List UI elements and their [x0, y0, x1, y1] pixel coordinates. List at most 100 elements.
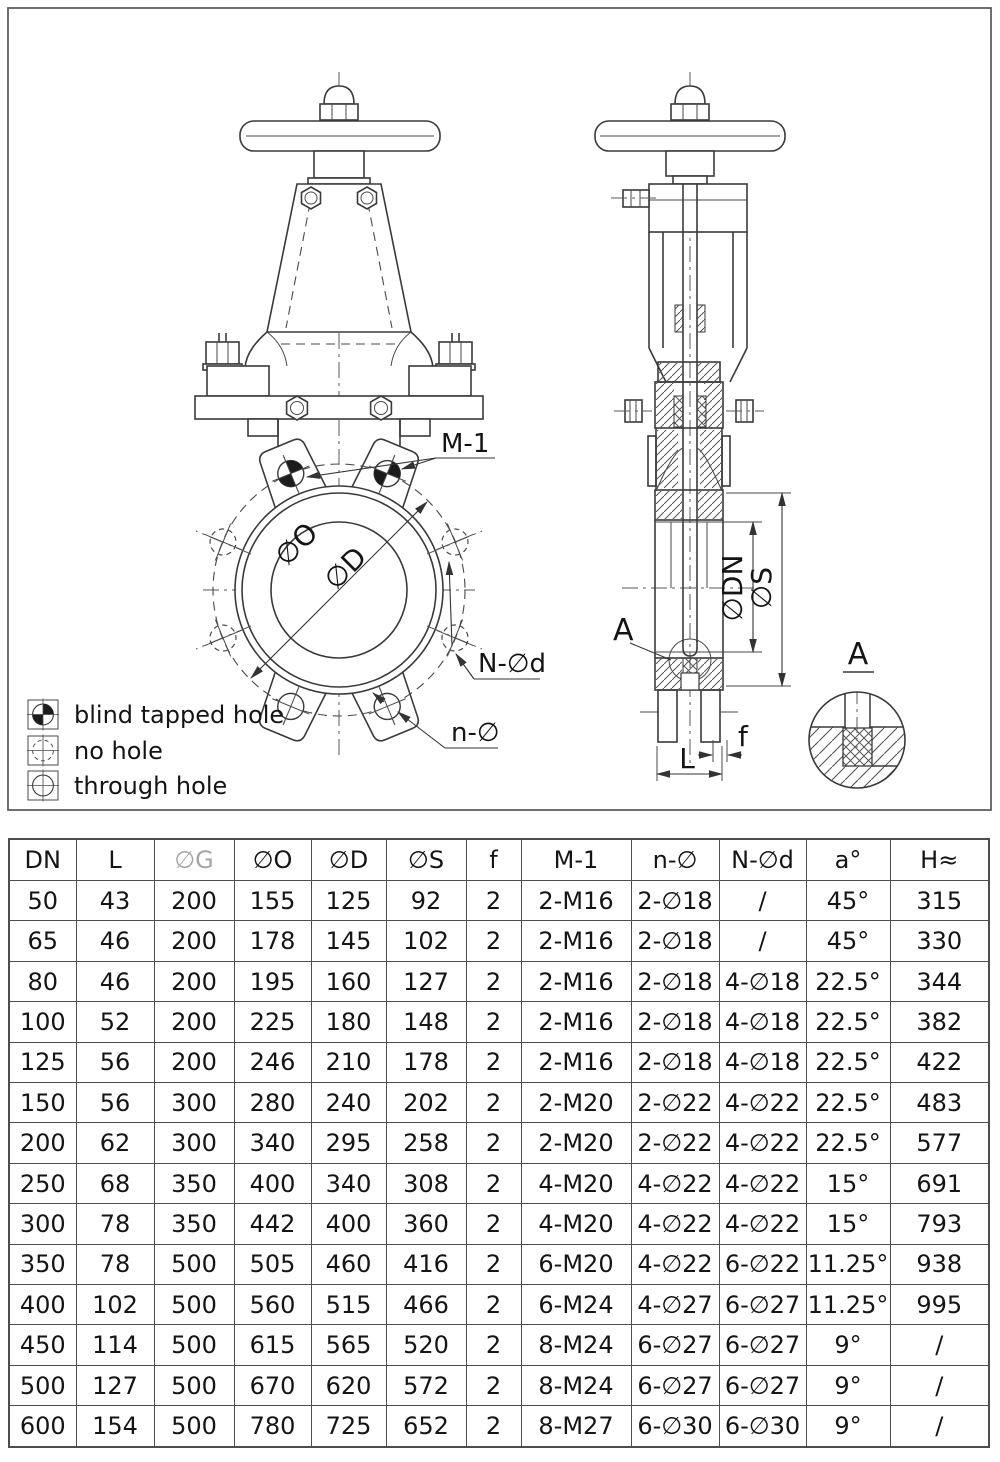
table-cell: 500 [153, 1405, 235, 1448]
table-cell: 466 [385, 1284, 467, 1326]
blind-tapped-hole-symbol [26, 697, 60, 732]
table-cell: 2 [465, 1405, 522, 1448]
label-a-ref: A [613, 613, 634, 648]
table-cell: 2 [465, 1203, 522, 1245]
table-cell: 200 [153, 879, 235, 922]
table-cell: 330 [889, 920, 990, 962]
table-cell: 565 [310, 1324, 387, 1366]
cap-nut [323, 85, 355, 105]
table-cell: 43 [75, 879, 155, 922]
table-cell: 9° [805, 1405, 891, 1448]
table-cell: 80 [8, 960, 77, 1003]
table-cell: 4-M20 [520, 1162, 632, 1205]
table-cell: 68 [75, 1162, 155, 1205]
table-cell: 2-M16 [520, 879, 632, 922]
table-cell: 382 [889, 1001, 990, 1043]
table-cell: 483 [889, 1082, 990, 1124]
table-cell: 62 [75, 1122, 155, 1164]
table-cell: 155 [233, 879, 312, 922]
yoke-bolt [300, 186, 378, 210]
legend-label: no hole [74, 737, 163, 765]
table-cell: 780 [233, 1405, 312, 1448]
body-top-flange [654, 489, 724, 521]
table-cell: 4-∅18 [718, 1041, 807, 1084]
table-cell: / [889, 1364, 990, 1407]
detail-view-a: A [808, 637, 906, 789]
table-cell: 45° [805, 879, 891, 922]
table-cell: 2 [465, 960, 522, 1003]
table-cell: 178 [233, 920, 312, 962]
table-cell: 2-∅18 [630, 920, 720, 962]
label-m1: M-1 [441, 429, 489, 459]
table-cell: 22.5° [805, 1082, 891, 1124]
table-cell: 340 [310, 1162, 387, 1205]
table-cell: 200 [153, 1041, 235, 1084]
table-cell: 350 [153, 1162, 235, 1205]
table-cell: 500 [8, 1364, 77, 1407]
table-cell: 938 [889, 1243, 990, 1286]
table-cell: 295 [310, 1122, 387, 1164]
table-cell: 315 [889, 879, 990, 922]
table-cell: 2-∅18 [630, 1001, 720, 1043]
front-view: ∅O ∅D M-1 N-∅d n-∅ [194, 72, 546, 756]
column-header: H≈ [889, 838, 990, 881]
table-cell: 2 [465, 1122, 522, 1164]
column-header: ∅G [153, 838, 235, 881]
table-cell: 500 [153, 1324, 235, 1366]
table-cell: 50 [8, 879, 77, 922]
legend-label: through hole [74, 772, 227, 800]
table-cell: 4-∅22 [718, 1203, 807, 1245]
label-phi-s: ∅S [745, 567, 778, 609]
table-cell: 46 [75, 960, 155, 1003]
table-cell: 6-M24 [520, 1284, 632, 1326]
table-cell: 422 [889, 1041, 990, 1084]
table-cell: 114 [75, 1324, 155, 1366]
table-cell: 15° [805, 1162, 891, 1205]
column-header: f [465, 838, 522, 881]
detail-a-circle [808, 691, 906, 789]
label-n-phi: n-∅ [451, 718, 500, 748]
table-cell: 416 [385, 1243, 467, 1286]
table-cell: 2-M16 [520, 960, 632, 1003]
table-cell: 2 [465, 1324, 522, 1366]
table-cell: 200 [153, 920, 235, 962]
column-header: ∅O [233, 838, 312, 881]
table-cell: 670 [233, 1364, 312, 1407]
table-cell: 45° [805, 920, 891, 962]
table-cell: 2 [465, 1041, 522, 1084]
table-cell: 11.25° [805, 1284, 891, 1326]
drawing-border [7, 7, 992, 811]
table-cell: 9° [805, 1364, 891, 1407]
table-cell: 2 [465, 1243, 522, 1286]
table-cell: 6-∅30 [630, 1405, 720, 1448]
hole-legend: blind tapped hole no hole through hole [26, 697, 284, 803]
table-cell: 6-∅27 [630, 1324, 720, 1366]
table-cell: 6-∅27 [718, 1364, 807, 1407]
table-cell: 300 [153, 1122, 235, 1164]
table-cell: 225 [233, 1001, 312, 1043]
legend-item-through-hole: through hole [26, 768, 227, 803]
stuffing-box-bolt [614, 399, 764, 423]
table-cell: 78 [75, 1243, 155, 1286]
yoke-head [648, 183, 748, 233]
table-cell: 250 [8, 1162, 77, 1205]
table-cell: 6-∅27 [630, 1364, 720, 1407]
table-cell: 2-∅18 [630, 960, 720, 1003]
table-cell: 246 [233, 1041, 312, 1084]
table-cell: 178 [385, 1041, 467, 1084]
table-cell: 400 [233, 1162, 312, 1205]
no-hole-symbol [26, 734, 60, 767]
column-header: n-∅ [630, 838, 720, 881]
table-cell: 8-M24 [520, 1324, 632, 1366]
table-cell: 2-M16 [520, 1001, 632, 1043]
table-cell: 4-∅22 [630, 1162, 720, 1205]
table-cell: 2 [465, 1364, 522, 1407]
table-cell: 500 [153, 1243, 235, 1286]
table-cell: 15° [805, 1203, 891, 1245]
column-header: M-1 [520, 838, 632, 881]
